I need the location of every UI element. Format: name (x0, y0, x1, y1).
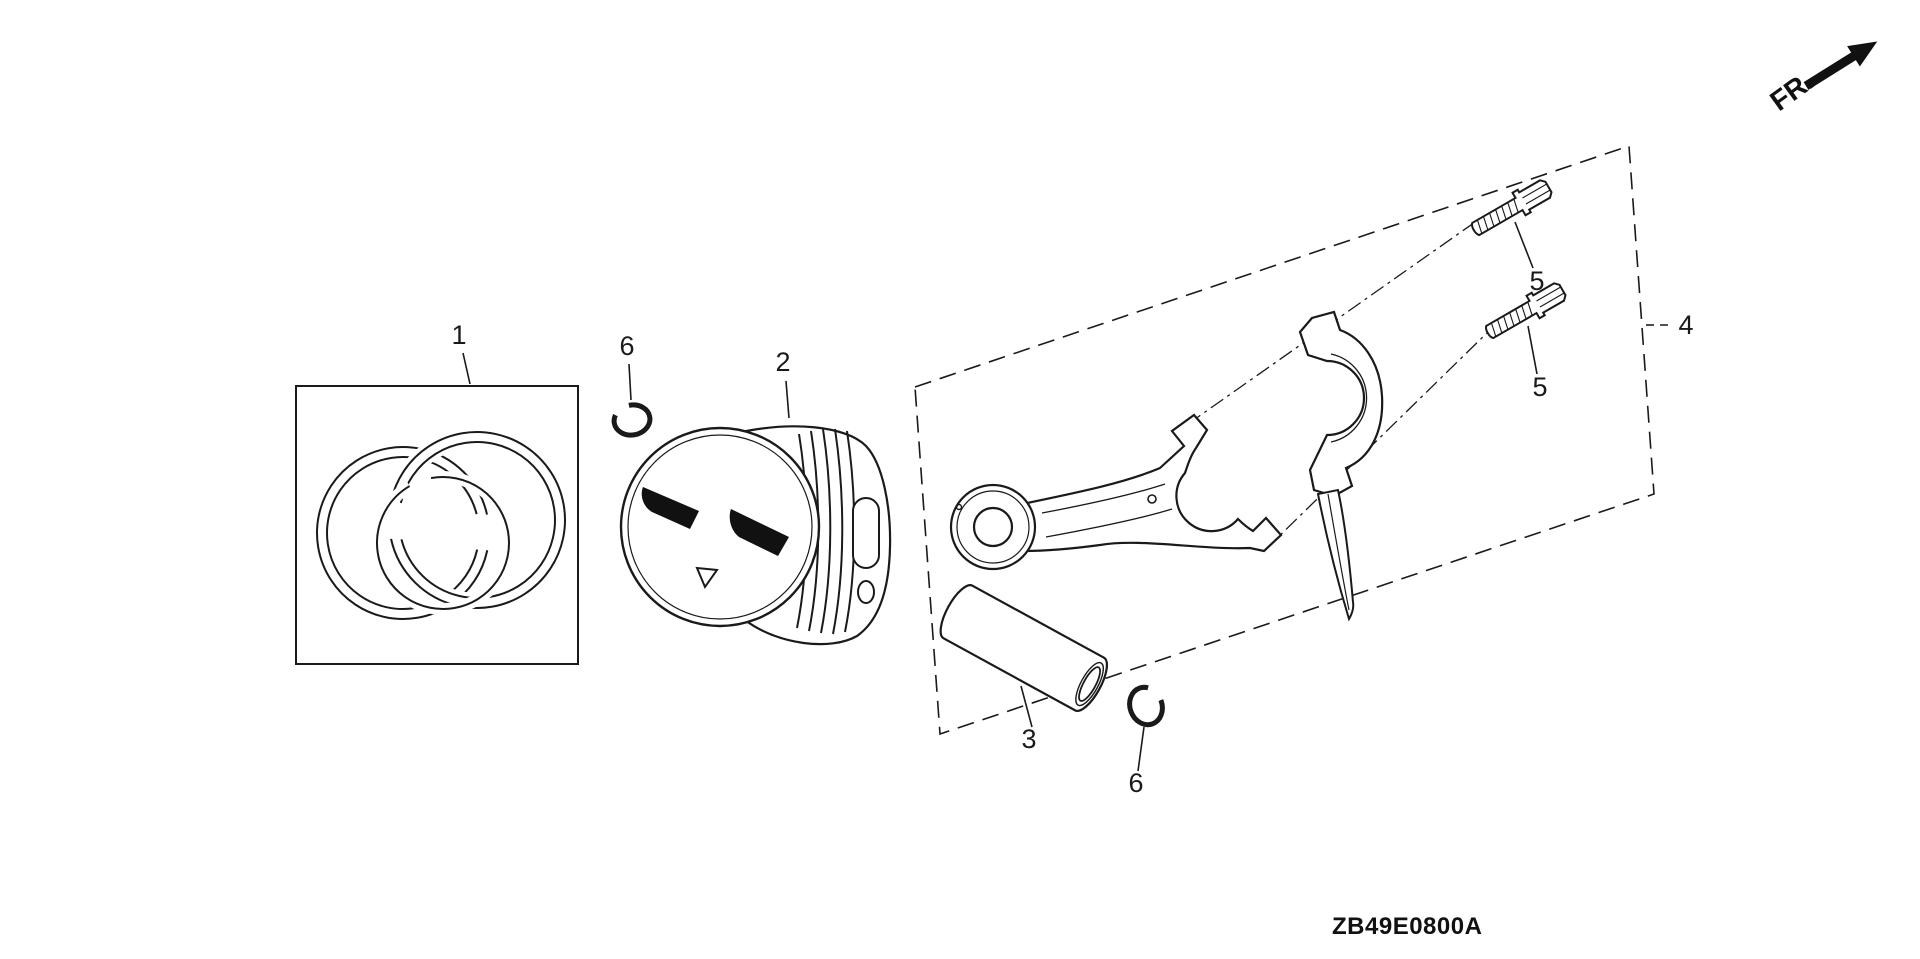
leader-3 (1020, 685, 1033, 728)
assembly-boundary-outline (914, 144, 1655, 736)
leader-5-upper (1514, 221, 1534, 269)
callout-5-lower: 5 (1532, 372, 1547, 402)
fr-direction-indicator: FR. (1764, 41, 1878, 117)
hex-head-facets (1522, 183, 1551, 205)
valve-recess-right (729, 509, 789, 556)
circlip-shape (1127, 684, 1165, 728)
pin-chamfer (1075, 661, 1104, 707)
connecting-rod (949, 413, 1283, 571)
rod-oil-hole (1147, 494, 1157, 504)
oil-ring (371, 471, 515, 615)
pin-far-rim (939, 584, 973, 639)
leader-1 (462, 352, 471, 385)
thread-hatching (1490, 301, 1533, 337)
rod-pin-eye (972, 506, 1014, 548)
fr-label: FR. (1764, 65, 1819, 117)
rod-small-end (949, 483, 1037, 571)
piston-ring-set (295, 385, 579, 665)
callout-1: 1 (451, 320, 466, 350)
callout-6-left: 6 (619, 331, 634, 361)
leader-5-lower (1527, 325, 1538, 375)
hex-head-facets (1536, 286, 1565, 308)
callout-5-upper: 5 (1529, 266, 1544, 296)
assembly-boundary (914, 144, 1672, 736)
callout-4: 4 (1678, 310, 1693, 340)
pin-boss-hole (857, 580, 875, 604)
leader-6-lower (1137, 726, 1145, 772)
ring-overlap-halo (383, 426, 570, 613)
piston-skirt-rim (619, 426, 821, 628)
callout-2: 2 (775, 347, 790, 377)
callout-3: 3 (1021, 724, 1036, 754)
leader-2 (785, 380, 790, 419)
piston (619, 425, 892, 646)
small-end-oil-dot (955, 503, 963, 511)
leader-6-left (628, 363, 632, 401)
piston-pin-clip-lower (1127, 684, 1165, 728)
piston-pin (939, 584, 1109, 712)
oil-dipper-crease (1327, 493, 1350, 611)
diagram-code: ZB49E0800A (1332, 913, 1482, 940)
rod-bolt-upper (1471, 179, 1553, 237)
circlip-shape (611, 402, 653, 438)
thread-hatching (1476, 198, 1519, 234)
rod-ibeam-lines (1041, 483, 1173, 538)
cap-bearing-shell-line (1330, 353, 1368, 443)
piston-pin-clip-left (611, 402, 653, 438)
fr-arrow-icon (1803, 41, 1878, 90)
bearing-cap (1298, 310, 1384, 622)
piston-skirt-inner-edge (627, 434, 813, 620)
bolt-axis-lower (1265, 329, 1491, 550)
valve-recess-left (641, 487, 699, 529)
rod-bolt-lower (1485, 282, 1567, 340)
crown-triangle-mark (695, 566, 719, 590)
callout-labels: 1 6 2 3 6 5 5 4 (451, 266, 1693, 798)
callout-6-lower: 6 (1128, 768, 1143, 798)
pin-boss-window (852, 497, 880, 569)
callout-leaders (462, 221, 1538, 772)
rod-body (1022, 413, 1283, 553)
oil-dipper (1316, 488, 1355, 622)
pin-bore (1078, 666, 1102, 702)
bolt-outline (1485, 282, 1567, 340)
cap-body (1298, 310, 1384, 498)
ring-set-box (295, 385, 579, 665)
rod-small-end-chamfer (956, 490, 1030, 564)
